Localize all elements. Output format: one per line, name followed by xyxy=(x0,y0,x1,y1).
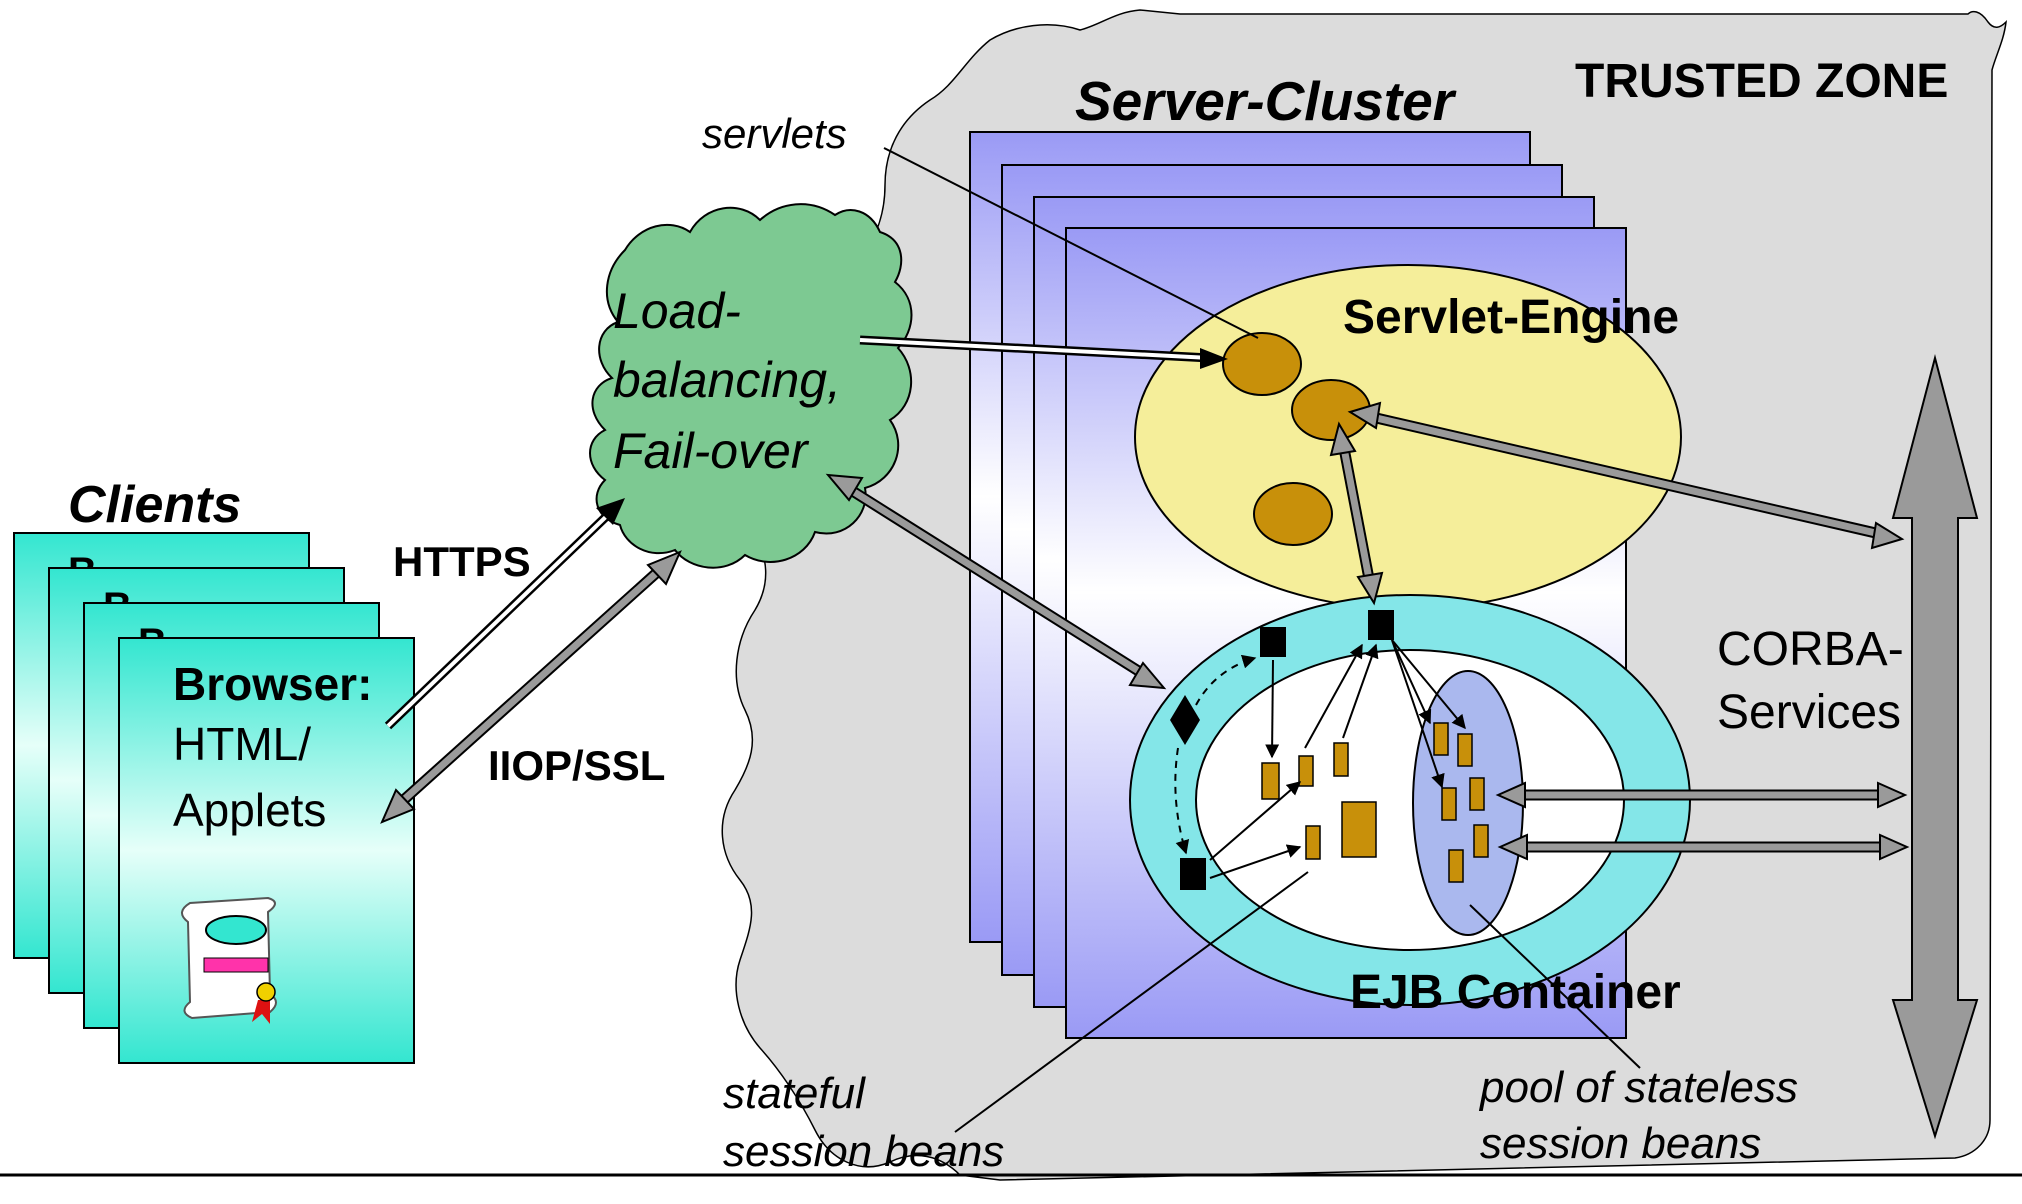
load-balancer-line-1: Load- xyxy=(613,283,741,339)
stateless-annotation-line-2: session beans xyxy=(1480,1119,1761,1168)
container-component xyxy=(1180,858,1206,890)
annotation-leaders xyxy=(883,147,1641,1133)
stateless-beans xyxy=(1433,722,1489,883)
browser-line-1: HTML/ xyxy=(173,718,311,770)
servlet-to-ejb-arrow xyxy=(1329,421,1384,606)
load-balancer-line-2: balancing, xyxy=(613,352,841,408)
container-component xyxy=(1368,610,1394,640)
load-balancer-line-3: Fail-over xyxy=(613,423,810,479)
servlet-to-corba-arrow xyxy=(1347,401,1905,550)
cluster-title: Server-Cluster xyxy=(1075,70,1457,132)
servlet-circle xyxy=(1222,332,1302,396)
servlet-circle xyxy=(1253,482,1333,546)
trusted-zone-title: TRUSTED ZONE xyxy=(1575,55,1948,108)
iiop-ssl-arrow xyxy=(380,550,682,824)
certificate-icon xyxy=(181,896,277,1024)
pool-to-corba-arrow xyxy=(1497,833,1910,861)
corba-bus-arrow xyxy=(1891,354,1979,1140)
container-diamond xyxy=(1170,695,1200,745)
dashed-arrows xyxy=(1174,654,1257,855)
pool-to-corba-arrow xyxy=(1495,781,1908,809)
https-arrow xyxy=(384,498,625,730)
browser-line-2: Applets xyxy=(173,784,326,836)
container-arrows xyxy=(1209,639,1466,879)
https-label: HTTPS xyxy=(393,538,531,585)
stateful-annotation-line-1: stateful xyxy=(723,1069,866,1118)
lb-to-ejb-arrow xyxy=(825,473,1167,690)
corba-line-1: CORBA- xyxy=(1717,623,1904,676)
corba-line-2: Services xyxy=(1717,686,1901,739)
browser-title: Browser: xyxy=(173,658,372,710)
iiop-ssl-label: IIOP/SSL xyxy=(488,742,665,789)
ejb-container-title: EJB Container xyxy=(1350,966,1681,1019)
lb-to-servlet-arrow xyxy=(859,335,1228,369)
servlet-engine-title: Servlet-Engine xyxy=(1343,291,1679,344)
container-component xyxy=(1260,627,1286,657)
servlets-annotation: servlets xyxy=(702,110,847,157)
stateless-annotation-line-1: pool of stateless xyxy=(1478,1063,1798,1112)
clients-title: Clients xyxy=(68,476,241,534)
stateless-bean-pool xyxy=(1412,670,1524,936)
stateful-annotation-line-2: session beans xyxy=(723,1127,1004,1176)
stateful-beans xyxy=(1261,742,1377,860)
